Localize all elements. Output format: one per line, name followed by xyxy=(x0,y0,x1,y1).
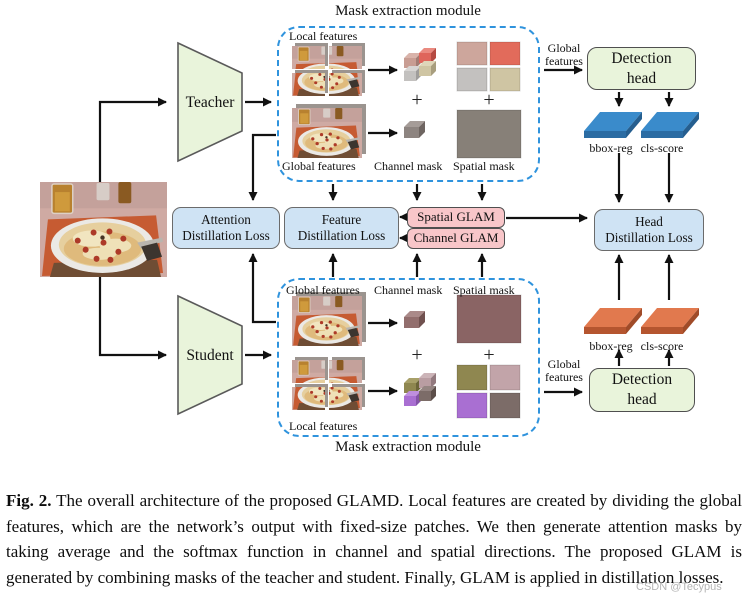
student-global-features-image xyxy=(292,292,366,346)
student-channel-mask-label: Channel mask xyxy=(374,283,443,297)
teacher-detection-head-box: Detection head xyxy=(587,47,696,90)
top-module-title: Mask extraction module xyxy=(335,3,481,19)
teacher-label: Teacher xyxy=(185,94,235,111)
teacher-global-channel-cube xyxy=(404,121,425,138)
student-bbox-reg-label: bbox-reg xyxy=(589,339,633,353)
channel-glam-box: Channel GLAM xyxy=(407,228,505,249)
teacher-local-features-label: Local features xyxy=(289,29,358,43)
attention-distillation-loss-box: Attention Distillation Loss xyxy=(172,207,280,249)
spatial-glam-box: Spatial GLAM xyxy=(407,207,505,228)
teacher-cls-score-label: cls-score xyxy=(640,141,684,155)
student-local-features-image xyxy=(292,357,365,410)
student-global-spatial-mask xyxy=(456,294,522,344)
head-distillation-loss-box: Head Distillation Loss xyxy=(594,209,704,251)
student-local-features-label: Local features xyxy=(289,419,358,433)
input-pizza-photo xyxy=(40,182,167,277)
arrows xyxy=(98,65,674,397)
bottom-mask-extraction-module xyxy=(277,278,540,437)
teacher-global-spatial-mask xyxy=(456,109,522,159)
student-global-channel-cube xyxy=(404,311,425,328)
attention-loss-line2: Distillation Loss xyxy=(182,228,270,243)
detection-head-line2: head xyxy=(626,69,657,87)
student-cls-score-label: cls-score xyxy=(640,339,684,353)
figure-caption: Fig. 2. The overall architecture of the … xyxy=(6,488,742,590)
teacher-global-features-image xyxy=(292,104,366,158)
channel-glam-label: Channel GLAM xyxy=(413,230,499,246)
architecture-diagram: Mask extraction module Mask extraction m… xyxy=(40,3,704,455)
teacher-channel-mask-label: Channel mask xyxy=(374,159,443,173)
student-global-features-label: Global features xyxy=(286,283,360,297)
teacher-trapezoid xyxy=(177,41,243,163)
diagram-graphics xyxy=(40,41,699,419)
detection-head-line1: Detection xyxy=(611,49,672,67)
figure-caption-tag: Fig. 2. xyxy=(6,491,52,510)
arrow-input-to-student xyxy=(98,277,167,360)
teacher-bbox-reg-label: bbox-reg xyxy=(589,141,633,155)
teacher-cls-score-featuremap xyxy=(641,112,699,138)
detection-head-line1: Detection xyxy=(611,371,673,389)
arrow-student-features-to-attention-loss xyxy=(248,253,276,324)
spatial-glam-label: Spatial GLAM xyxy=(417,209,495,225)
plus-sign: + xyxy=(411,344,423,366)
student-spatial-mask-label: Spatial mask xyxy=(453,283,515,297)
detection-head-line2: head xyxy=(627,391,657,408)
student-label: Student xyxy=(186,347,234,364)
attention-loss-line1: Attention xyxy=(201,211,251,227)
teacher-spatial-mask-tiles xyxy=(456,41,521,92)
student-detection-head-box: Detection head xyxy=(589,368,695,412)
arrow-teacher-features-to-attention-loss xyxy=(248,133,276,201)
top-mask-extraction-module xyxy=(277,26,540,182)
plus-sign: + xyxy=(411,89,423,111)
student-global-features-input-label: Global features xyxy=(545,357,583,385)
teacher-global-features-input-label: Global features xyxy=(545,41,583,69)
teacher-spatial-mask-label: Spatial mask xyxy=(453,159,515,173)
plus-sign: + xyxy=(483,89,495,111)
arrow-input-to-teacher xyxy=(98,97,167,182)
feature-loss-line1: Feature xyxy=(321,211,362,227)
head-loss-line2: Distillation Loss xyxy=(605,230,693,245)
student-bbox-reg-featuremap xyxy=(584,308,642,334)
student-cls-score-featuremap xyxy=(641,308,699,334)
student-spatial-mask-tiles xyxy=(456,364,521,419)
bottom-module-title: Mask extraction module xyxy=(335,439,481,455)
teacher-bbox-reg-featuremap xyxy=(584,112,642,138)
teacher-global-features-label: Global features xyxy=(282,159,356,173)
teacher-channel-mask-cubes xyxy=(404,48,436,81)
student-trapezoid xyxy=(177,294,243,416)
figure-caption-text: The overall architecture of the proposed… xyxy=(6,491,742,587)
feature-loss-line2: Distillation Loss xyxy=(297,228,386,243)
head-loss-line1: Head xyxy=(635,213,663,229)
student-channel-mask-cubes xyxy=(404,373,436,406)
feature-distillation-loss-box: Feature Distillation Loss xyxy=(284,207,399,249)
plus-sign: + xyxy=(483,344,495,366)
teacher-local-features-image xyxy=(292,43,365,96)
csdn-watermark: CSDN @Tecypus xyxy=(636,581,722,593)
